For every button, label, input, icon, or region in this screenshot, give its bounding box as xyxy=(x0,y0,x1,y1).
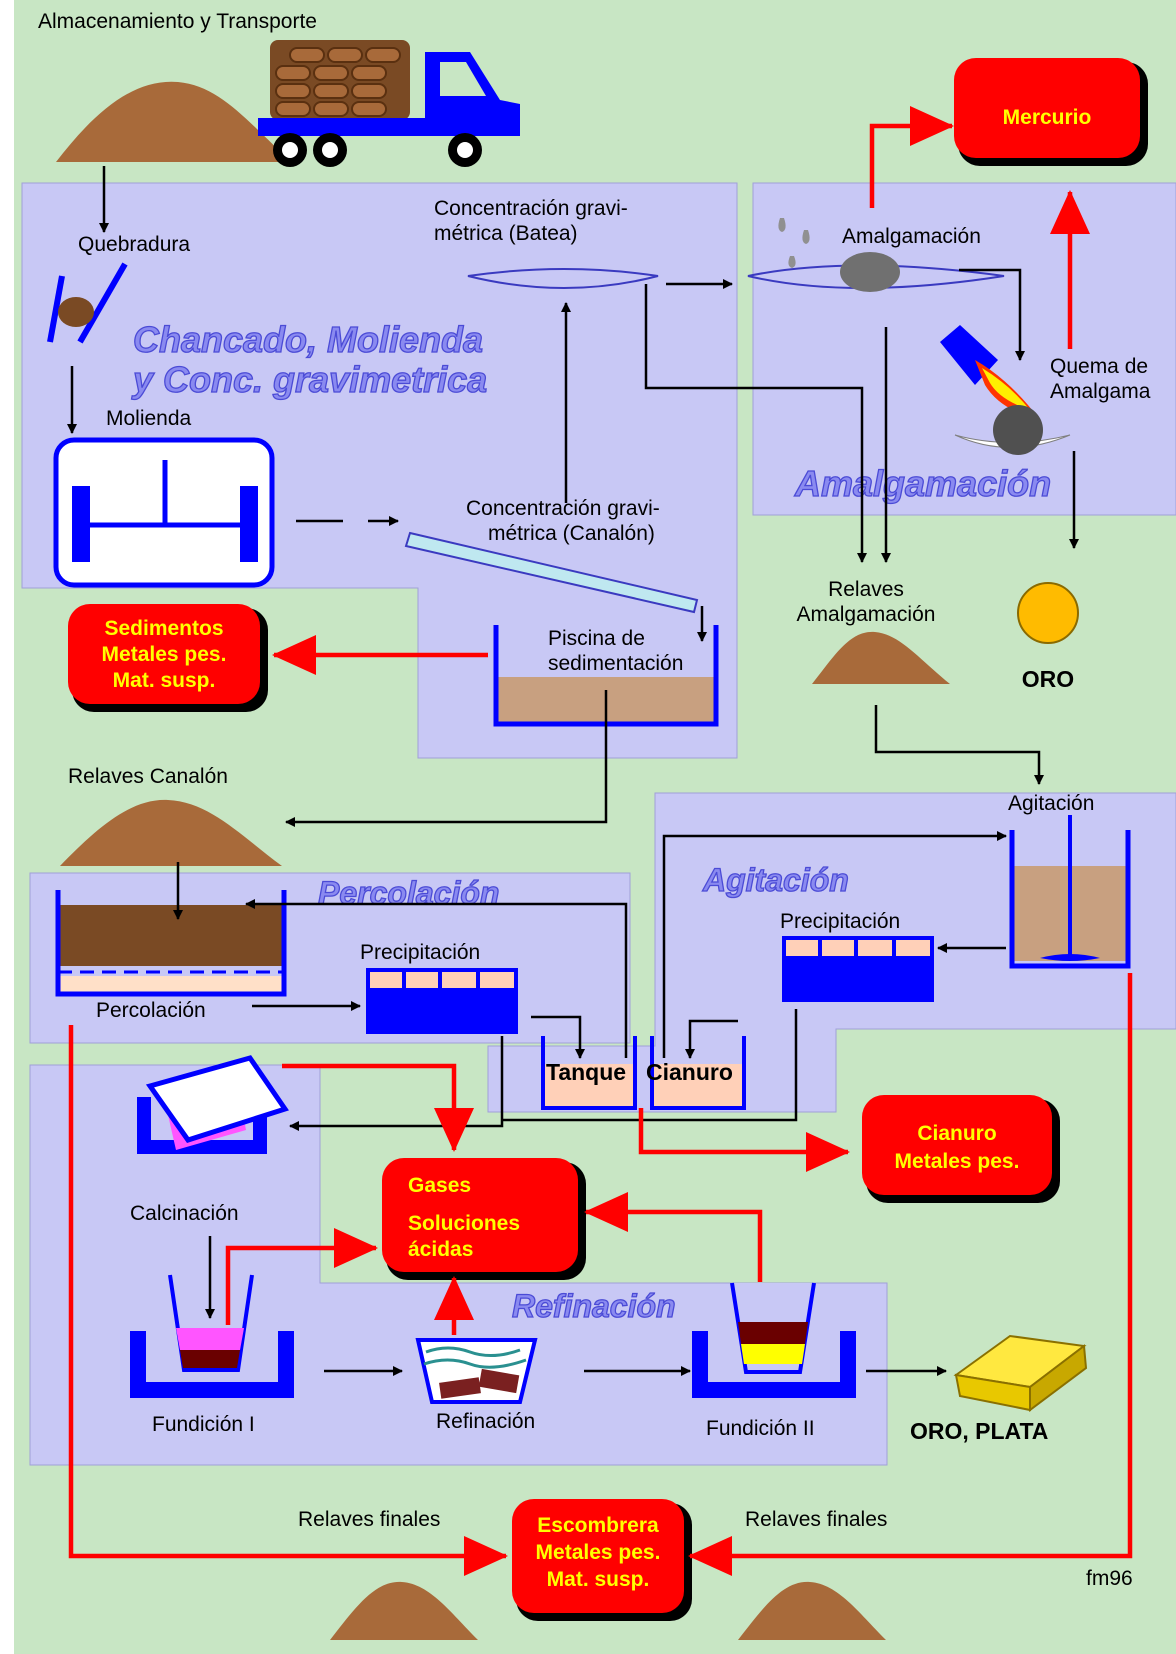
zone-title-chancado-2: y Conc. gravimetrica xyxy=(131,359,487,400)
arrow-fundicion-to-gases xyxy=(225,1228,378,1325)
cianuro-metales-line-1: Cianuro xyxy=(917,1122,996,1145)
zone-title-chancado: Chancado, Molienda xyxy=(133,319,483,360)
arrow-precipitacion-to-cianuro xyxy=(685,1019,738,1059)
escombrera-line-2: Metales pes. xyxy=(536,1541,661,1564)
relaves-finales-left-pile-icon xyxy=(330,1581,478,1640)
relaves-finales-right-label: Relaves finales xyxy=(745,1508,887,1531)
gases-box: Gases Soluciones ácidas xyxy=(382,1158,586,1280)
sedimentos-box: Sedimentos Metales pes. Mat. susp. xyxy=(68,604,268,712)
zone-title-percolacion: Percolación xyxy=(318,875,499,911)
arrow-batea-to-relaves xyxy=(644,284,867,563)
precipitacion-percolacion-label: Precipitación xyxy=(360,941,480,964)
mercurio-label: Mercurio xyxy=(1003,106,1092,129)
refining-bath-icon xyxy=(415,1338,538,1404)
zone-title-agitacion: Agitación xyxy=(702,862,849,898)
arrow-fundicion-2-to-gases xyxy=(584,1192,763,1282)
precipitacion-agitacion-label: Precipitación xyxy=(780,910,900,933)
crusher-icon xyxy=(47,262,128,344)
cianuro-metales-box: Cianuro Metales pes. xyxy=(862,1095,1060,1203)
arrow-precip-to-calcinacion xyxy=(289,1036,504,1131)
arrow-relaves-to-agitacion xyxy=(874,705,1044,785)
precipitation-box-agitacion-icon xyxy=(782,936,934,1002)
piscina-label-2: sedimentación xyxy=(548,652,683,675)
quebradura-label: Quebradura xyxy=(78,233,190,256)
sedimentos-line-2: Metales pes. xyxy=(102,643,227,666)
fundicion-1-label: Fundición I xyxy=(152,1413,255,1436)
batea-label-1: Concentración gravi- xyxy=(434,197,628,220)
canalon-label-1: Concentración gravi- xyxy=(466,497,660,520)
percolation-tank-icon xyxy=(55,890,287,997)
escombrera-box: Escombrera Metales pes. Mat. susp. xyxy=(512,1499,692,1621)
arrow-precipitacion-to-tanque xyxy=(531,1015,585,1059)
cianuro-metales-line-2: Metales pes. xyxy=(895,1150,1020,1173)
arrow-amalgamacion-to-mercurio xyxy=(869,106,954,208)
arrow-amalgam-to-quema xyxy=(959,268,1025,361)
arrow-agitacion-to-escombrera xyxy=(688,973,1133,1576)
waste-arrows xyxy=(68,106,1133,1576)
gold-bar-icon xyxy=(953,1334,1088,1412)
credit-label: fm96 xyxy=(1086,1567,1133,1590)
arrow-piscina-to-relaves-canalon xyxy=(285,690,608,827)
relaves-finales-left-label: Relaves finales xyxy=(298,1508,440,1531)
gases-line-1: Gases xyxy=(408,1174,471,1197)
relaves-canalon-pile-icon xyxy=(60,799,282,866)
refinacion-label: Refinación xyxy=(436,1410,535,1433)
tanque-label: Tanque xyxy=(546,1059,626,1085)
batea-pan-icon xyxy=(467,268,659,289)
quema-label-2: Amalgama xyxy=(1050,380,1151,403)
zone-chancado xyxy=(21,182,738,759)
amalgam-pan-icon xyxy=(747,218,1005,292)
fundicion-1-icon xyxy=(130,1274,294,1398)
ore-pile-icon xyxy=(56,81,292,162)
canalon-label-2: métrica (Canalón) xyxy=(488,522,655,545)
mercurio-box: Mercurio xyxy=(954,58,1148,166)
cianuro-tank-label: Cianuro xyxy=(646,1059,733,1085)
relaves-amalgamacion-pile-icon xyxy=(812,631,950,684)
tanque-icon xyxy=(541,1036,637,1110)
calcinacion-label: Calcinación xyxy=(130,1202,239,1225)
sedimentos-line-3: Mat. susp. xyxy=(113,669,216,692)
torch-icon xyxy=(940,325,1071,455)
escombrera-line-1: Escombrera xyxy=(537,1514,659,1537)
calcination-icon xyxy=(137,1055,289,1154)
arrow-tanque-to-percolacion xyxy=(245,899,628,1058)
batea-label-2: métrica (Batea) xyxy=(434,222,578,245)
zone-title-amalgamacion: Amalgamación xyxy=(794,463,1051,504)
fundicion-2-icon xyxy=(692,1282,856,1398)
cianuro-tank-icon xyxy=(650,1036,746,1110)
agitation-tank-icon xyxy=(1009,815,1131,969)
zone-title-refinacion: Refinación xyxy=(512,1288,676,1324)
relaves-amalgamacion-label-1: Relaves xyxy=(828,578,904,601)
sedimentos-line-1: Sedimentos xyxy=(104,617,223,640)
line-precip-agit-to-calcinacion xyxy=(502,1009,798,1122)
header-title: Almacenamiento y Transporte xyxy=(38,10,317,33)
arrow-cianuro-to-agitacion xyxy=(662,831,1007,1058)
oro-plata-label: ORO, PLATA xyxy=(910,1418,1048,1444)
arrow-calcinacion-to-gases xyxy=(282,1063,474,1152)
oro-label: ORO xyxy=(1022,666,1074,692)
flow-arrows xyxy=(67,166,1079,1376)
arrow-percolacion-to-escombrera xyxy=(68,1025,508,1576)
quema-label-1: Quema de xyxy=(1050,355,1148,378)
mill-icon xyxy=(53,437,275,588)
truck-icon xyxy=(258,40,520,167)
gold-nugget-icon xyxy=(1017,582,1079,644)
piscina-label-1: Piscina de xyxy=(548,627,645,650)
canalon-sluice-icon xyxy=(404,531,699,614)
arrow-tanque-to-cianuro-box xyxy=(638,1108,850,1172)
relaves-finales-right-pile-icon xyxy=(738,1581,886,1640)
relaves-canalon-label: Relaves Canalón xyxy=(68,765,228,788)
gases-line-3: ácidas xyxy=(408,1238,473,1261)
percolacion-label: Percolación xyxy=(96,999,206,1022)
fundicion-2-label: Fundición II xyxy=(706,1417,815,1440)
escombrera-line-3: Mat. susp. xyxy=(547,1568,650,1591)
precipitation-box-percolacion-icon xyxy=(366,968,518,1034)
relaves-amalgamacion-label-2: Amalgamación xyxy=(797,603,936,626)
agitacion-label: Agitación xyxy=(1008,792,1094,815)
molienda-label: Molienda xyxy=(106,407,192,430)
gases-line-2: Soluciones xyxy=(408,1212,520,1235)
amalgamacion-label: Amalgamación xyxy=(842,225,981,248)
